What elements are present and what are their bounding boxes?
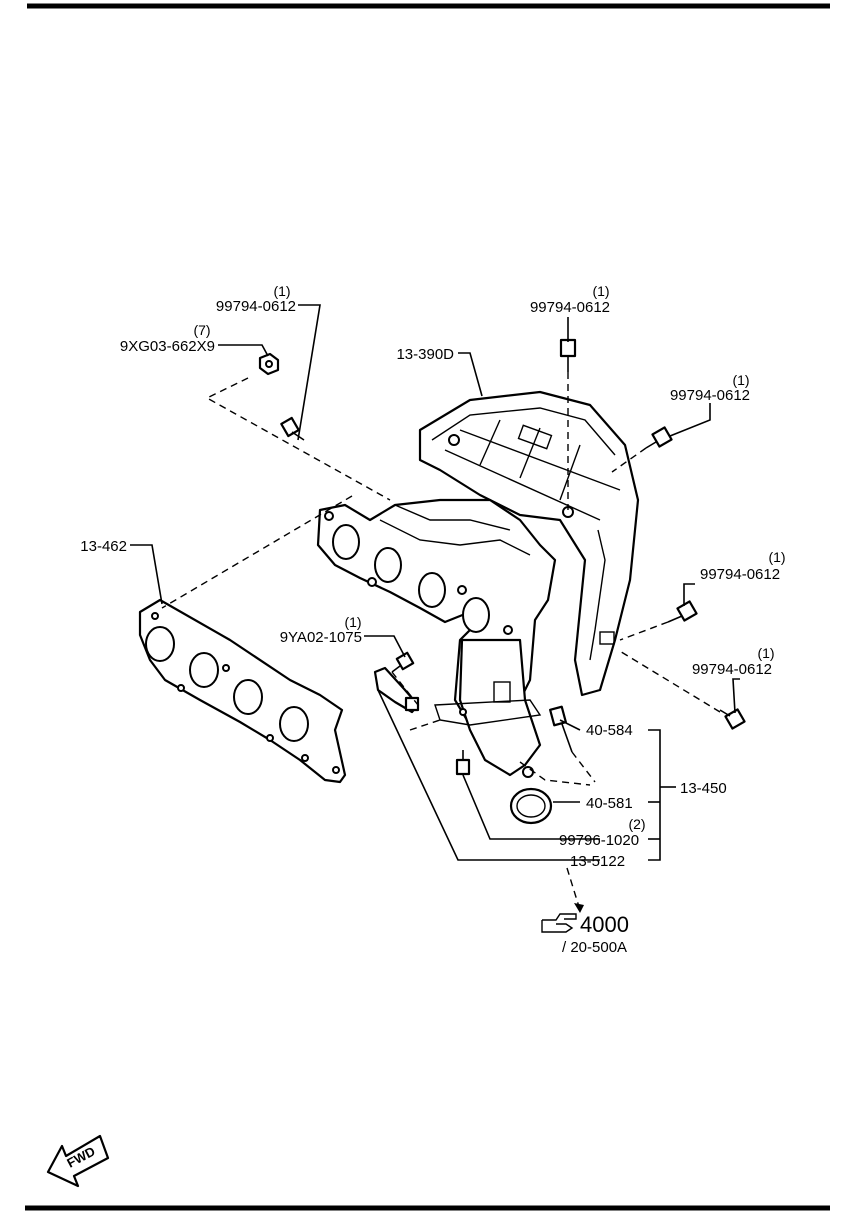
callout-part-number: 99794-0612: [670, 387, 750, 404]
callout-qty: (2): [628, 816, 645, 832]
callout-qty: (1): [592, 283, 609, 299]
callout-part-number: 13-390D: [396, 346, 454, 363]
callout-part-number: 13-462: [80, 538, 127, 555]
callout-part-number: 9XG03-662X9: [120, 338, 215, 355]
bolt-icon: [455, 750, 471, 776]
callout-part-number: 99794-0612: [216, 298, 296, 315]
bolt-icon: [667, 600, 698, 623]
callout-part-number: 99794-0612: [700, 566, 780, 583]
bolt-icon: [404, 696, 420, 712]
callout-part-number: 13-5122: [570, 853, 625, 870]
callout-part-number: 40-581: [586, 795, 633, 812]
callout-part-number: 13-450: [680, 780, 727, 797]
callout-part-number: 99794-0612: [692, 661, 772, 678]
bolt-icon: [645, 426, 673, 449]
reference-number: 4000: [580, 912, 629, 937]
manifold-gasket: [138, 598, 347, 784]
bolt-icon: [391, 651, 415, 673]
callout-part-number: 99796-1020: [559, 832, 639, 849]
callout-part-number: 99794-0612: [530, 299, 610, 316]
callout-part-number: 9YA02-1075: [280, 629, 362, 646]
hex-nut-icon: [258, 352, 280, 376]
heat-shield: [418, 390, 640, 697]
exhaust-manifold: [316, 498, 557, 778]
callout-qty: (7): [193, 322, 210, 338]
forward-arrow-icon: FWD: [46, 1134, 110, 1188]
reference-sub: / 20-500A: [562, 939, 627, 956]
bolt-icon: [559, 338, 577, 372]
bolt-icon: [719, 708, 746, 730]
pointing-hand-icon: [541, 913, 577, 933]
stud-bolt-icon: [549, 705, 573, 753]
callout-qty: (1): [344, 614, 361, 630]
callout-part-number: 40-584: [586, 722, 633, 739]
gasket-ring-icon: [509, 787, 553, 825]
callout-qty: (1): [273, 283, 290, 299]
callout-qty: (1): [732, 372, 749, 388]
callout-qty: (1): [768, 549, 785, 565]
callout-qty: (1): [757, 645, 774, 661]
